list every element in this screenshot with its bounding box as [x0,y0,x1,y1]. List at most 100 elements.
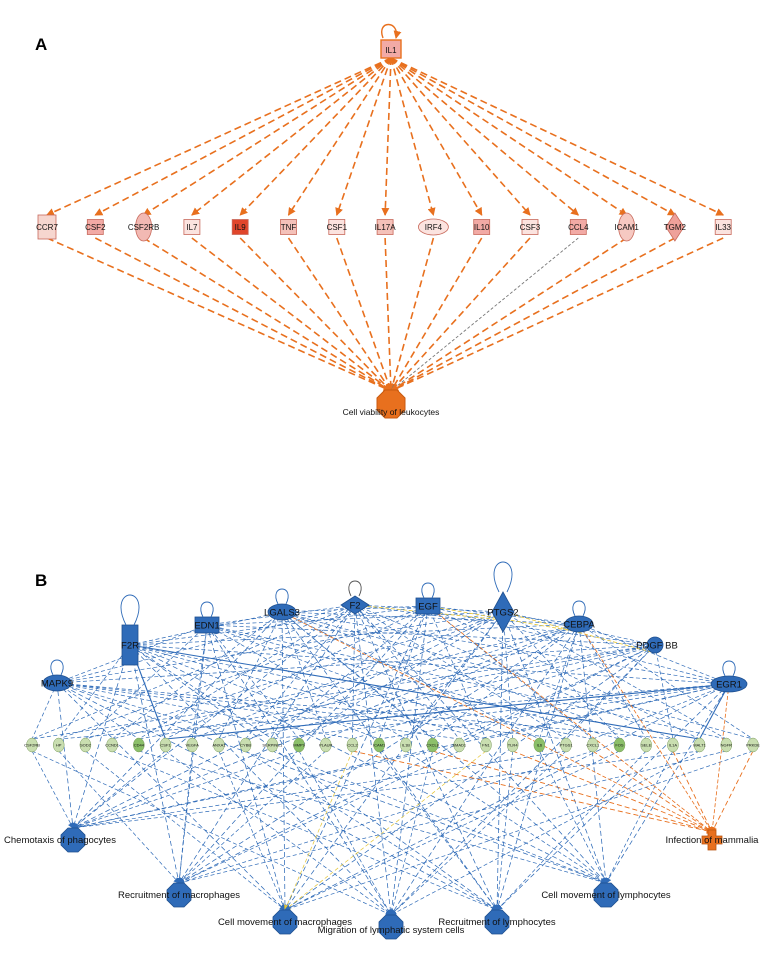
function-node-recruitment-of-lymphocytes[interactable]: Recruitment of lymphocytes [438,909,556,935]
edge-reg-function [354,604,394,916]
gene-label-il6: IL6 [537,743,543,748]
gene-node-plaur[interactable]: PLAUR [319,737,333,753]
edge-reg-gene [578,623,647,740]
regulator-node-pdgf-bb[interactable]: PDGF BB [636,636,678,654]
gene-node-icam1[interactable]: ICAM1 [614,212,639,242]
regulator-node-mapk9[interactable]: MAPK9 [41,659,73,692]
gene-node-prkde[interactable]: PRKDE [746,737,760,753]
edge-reg-function [281,611,288,911]
regulator-node-cebpa[interactable]: CEBPA [563,600,595,633]
function-node-cell-movement-of-lymphocytes[interactable]: Cell movement of lymphocytes [541,882,671,908]
hub-node-il1[interactable]: IL1 [380,23,402,59]
edge-reg-reg [427,605,580,625]
gene-node-il7[interactable]: IL7 [183,219,201,235]
gene-node-il9[interactable]: IL9 [231,219,249,235]
gene-node-cxcl1[interactable]: CXCL1 [586,737,600,753]
regulator-node-lgals3[interactable]: LGALS3 [264,588,300,621]
gene-node-ccnd1[interactable]: CCND1 [105,737,120,753]
gene-node-tnf[interactable]: TNF [280,219,297,235]
gene-node-ccl2[interactable]: CCL2 [346,737,358,753]
gene-node-sod2[interactable]: SOD2 [79,737,92,753]
gene-node-serpine1[interactable]: SERPINE1 [262,737,283,753]
function-node-chemotaxis-of-phagocytes[interactable]: Chemotaxis of phagocytes [4,827,116,853]
regulator-label-egr1: EGR1 [716,680,742,691]
gene-label-cybb: CYBB [240,743,251,748]
regulator-node-egf[interactable]: EGF [415,582,441,615]
function-node-cell-movement-of-macrophages[interactable]: Cell movement of macrophages [218,909,352,935]
function-node-infection-of-mammalia[interactable]: Infection of mammalia [666,829,760,851]
gene-node-csf2rb[interactable]: CSF2RB [24,737,40,753]
function-node-migration-of-lymphatic-system-cells[interactable]: Migration of lymphatic system cells [318,914,465,940]
gene-node-hp[interactable]: HP [52,737,65,753]
gene-node-ptgs1[interactable]: PTGS1 [560,737,574,753]
edge-reg-function [56,682,607,885]
gene-node-icam1[interactable]: ICAM1 [373,737,386,753]
panel-a-network: CCR7 CSF2 CSF2RB IL7 IL9 TNF CSF1 IL17A IRF4 IL10… [36,23,732,419]
gene-node-il1a[interactable]: IL1A [667,737,679,753]
gene-node-csf2[interactable]: CSF2 [85,219,106,235]
function-label-recruitment-of-lymphocytes: Recruitment of lymphocytes [438,917,555,928]
gene-node-csf3[interactable]: CSF3 [520,219,541,235]
edge-reg-gene [111,611,283,740]
gene-node-csf1[interactable]: CSF1 [327,219,348,235]
gene-node-cd44[interactable]: CD44 [133,737,145,753]
gene-node-ccr7[interactable]: CCR7 [36,214,58,240]
gene-node-cxcl8[interactable]: CXCL8 [426,737,440,753]
target-node-cell-viability[interactable]: Cell viability of leukocytes [343,389,440,419]
gene-node-fn1[interactable]: FN1 [480,737,492,753]
gene-node-il33[interactable]: IL33 [714,219,732,235]
regulator-label-f2: F2 [349,601,360,612]
edge-reg-reg [206,611,504,626]
gene-node-malt1[interactable]: MALT1 [693,737,707,753]
regulator-node-edn1[interactable]: EDN1 [194,601,220,634]
gene-node-mmp9[interactable]: MMP9 [293,737,306,753]
edge-reg-gene [432,623,580,740]
gene-node-smad1[interactable]: SMAD1 [452,737,467,753]
edge-reg-gene [56,682,246,740]
edge-hub-il33 [390,57,725,216]
edge-gene-function [72,750,567,831]
edge-reg-gene [218,623,580,740]
gene-label-icam1: ICAM1 [373,743,386,748]
edge-reg-gene [85,624,208,740]
edge-reg-gene [56,682,673,740]
gene-node-ngfr[interactable]: NGFR [720,737,732,753]
gene-node-csf2rb[interactable]: CSF2RB [128,212,160,242]
gene-node-vegfa[interactable]: VEGFA [186,737,200,753]
gene-node-cybb[interactable]: CYBB [239,737,251,753]
gene-node-csf1[interactable]: CSF1 [159,737,171,753]
regulator-node-egr1[interactable]: EGR1 [710,660,748,693]
gene-node-il1b[interactable]: IL1B [400,737,412,753]
edge-hub-il10 [390,57,483,216]
edge-reg-reg [56,611,504,684]
gene-node-tgm2[interactable]: TGM2 [664,212,687,242]
gene-node-fos[interactable]: FOS [613,737,626,753]
edge-hub-ccr7 [46,57,392,216]
regulator-node-f2r[interactable]: F2R [120,594,140,666]
gene-node-irf4[interactable]: IRF4 [417,218,449,236]
edge-reg-gene [565,644,656,740]
edge-gene-function [539,750,607,884]
gene-node-tlr4[interactable]: TLR4 [506,737,519,753]
edge-gene-infection [512,750,713,833]
edge-gene-function [85,750,286,911]
gene-label-icam1: ICAM1 [614,223,639,232]
edge-reg-gene [206,624,513,740]
function-node-recruitment-of-macrophages[interactable]: Recruitment of macrophages [118,882,240,908]
gene-node-ccl4[interactable]: CCL4 [568,219,589,235]
gene-node-il17a[interactable]: IL17A [375,219,397,235]
edge-reg-gene [352,604,356,740]
regulator-node-f2[interactable]: F2 [340,580,370,615]
edge-reg-gene [502,611,727,740]
gene-node-il6[interactable]: IL6 [533,737,546,753]
gene-node-anxa1[interactable]: ANXA1 [212,737,226,753]
edge-reg-yellow [427,605,580,633]
edge-reg-gene [281,611,540,740]
regulator-node-ptgs2[interactable]: PTGS2 [487,561,519,633]
edge-reg-function [390,623,580,916]
edge-reg-function [176,624,208,884]
gene-node-il10[interactable]: IL10 [473,219,491,235]
gene-node-sele[interactable]: SELE [640,737,652,753]
panel-a-edges [46,57,725,392]
